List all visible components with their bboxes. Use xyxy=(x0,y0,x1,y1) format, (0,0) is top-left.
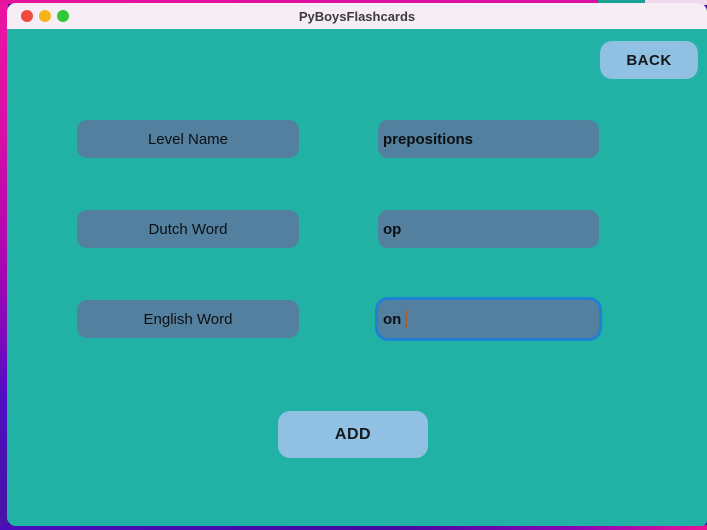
main-content: BACK Level Name Dutch Word English Word … xyxy=(7,29,707,526)
zoom-button[interactable] xyxy=(57,10,69,22)
text-caret xyxy=(405,310,407,328)
desktop-gradient-bottom xyxy=(0,525,707,530)
traffic-lights xyxy=(21,3,69,29)
close-button[interactable] xyxy=(21,10,33,22)
desktop-gradient-left xyxy=(0,0,8,530)
minimize-button[interactable] xyxy=(39,10,51,22)
dutch-word-input[interactable] xyxy=(378,210,599,248)
desktop-gradient-top xyxy=(0,0,707,4)
english-word-input[interactable] xyxy=(378,300,599,338)
level-name-label: Level Name xyxy=(77,120,299,158)
back-button[interactable]: BACK xyxy=(600,41,698,79)
english-word-entry-wrap xyxy=(378,300,599,338)
add-button[interactable]: ADD xyxy=(278,411,428,458)
dutch-word-label: Dutch Word xyxy=(77,210,299,248)
dutch-word-entry-wrap xyxy=(378,210,599,248)
background-window-corner xyxy=(645,0,707,5)
level-name-entry-wrap xyxy=(378,120,599,158)
app-window: PyBoysFlashcards BACK Level Name Dutch W… xyxy=(7,3,707,526)
level-name-input[interactable] xyxy=(378,120,599,158)
english-word-label: English Word xyxy=(77,300,299,338)
background-window-sliver xyxy=(598,0,645,4)
window-title: PyBoysFlashcards xyxy=(298,8,416,24)
titlebar[interactable]: PyBoysFlashcards xyxy=(7,3,707,29)
